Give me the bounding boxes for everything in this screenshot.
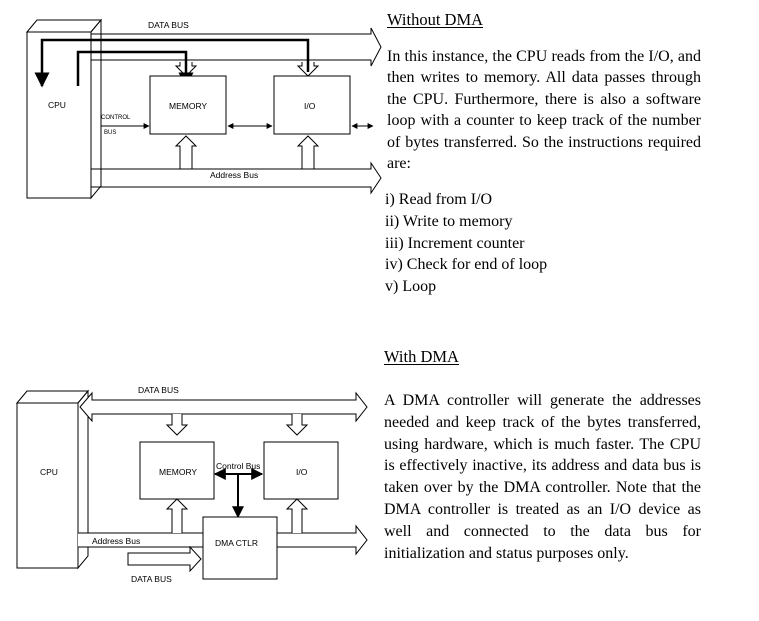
mem-data-stub xyxy=(165,414,189,436)
step-item: i) Read from I/O xyxy=(385,191,493,208)
paragraph-with-dma: A DMA controller will generate the addre… xyxy=(384,392,701,562)
cpu-block xyxy=(15,389,90,570)
dma-ctlr-label: DMA CTLR xyxy=(215,538,258,548)
address-bus-label: Address Bus xyxy=(210,170,258,180)
data-bus-bottom-label: DATA BUS xyxy=(131,574,172,584)
io-label: I/O xyxy=(296,467,308,477)
dma-controller-box xyxy=(202,516,278,580)
diagram-without-dma: DATA BUS CPU MEMORY I/O CONTROL BUS Addr… xyxy=(25,18,382,200)
memory-label: MEMORY xyxy=(169,101,207,111)
data-bus-arrow-outline xyxy=(91,27,382,67)
step-item: iv) Check for end of loop xyxy=(385,256,548,274)
paragraph-without-dma: In this instance, the CPU reads from the… xyxy=(387,48,701,173)
cpu-to-memory-flow xyxy=(76,50,194,88)
memory-box xyxy=(149,75,227,135)
data-bus-arrow-outline xyxy=(79,391,368,423)
heading-without-dma: Without DMA xyxy=(387,10,484,29)
io-addr-stub xyxy=(296,135,320,169)
io-to-cpu-flow xyxy=(34,38,310,88)
io-data-stub xyxy=(285,414,309,436)
mem-addr-stub xyxy=(174,135,198,169)
step-item: v) Loop xyxy=(385,278,437,296)
data-bus-label: DATA BUS xyxy=(138,385,179,395)
diagram-with-dma: DATA BUS CPU MEMORY I/O Control Bus Addr… xyxy=(15,385,368,584)
heading-with-dma: With DMA xyxy=(384,347,459,366)
dma-data-bus-arrow xyxy=(127,545,202,573)
mem-addr-stub xyxy=(165,498,189,533)
io-label: I/O xyxy=(304,101,316,111)
io-box xyxy=(273,75,351,135)
step-item: iii) Increment counter xyxy=(385,234,525,252)
bus-label: BUS xyxy=(104,130,116,136)
address-bus-arrow xyxy=(91,161,382,195)
data-bus-label: DATA BUS xyxy=(148,20,189,30)
address-bus-label: Address Bus xyxy=(92,536,140,546)
memory-label: MEMORY xyxy=(159,467,197,477)
control-bus-label: Control Bus xyxy=(216,461,260,471)
cpu-label: CPU xyxy=(40,467,58,477)
memory-box xyxy=(139,441,215,500)
control-label: CONTROL xyxy=(101,115,131,121)
step-item: ii) Write to memory xyxy=(385,212,513,230)
io-addr-stub xyxy=(285,498,309,533)
cpu-label: CPU xyxy=(48,100,66,110)
io-box xyxy=(263,441,339,500)
instruction-steps: i) Read from I/O ii) Write to memory iii… xyxy=(385,189,547,298)
cpu-block xyxy=(25,18,103,200)
